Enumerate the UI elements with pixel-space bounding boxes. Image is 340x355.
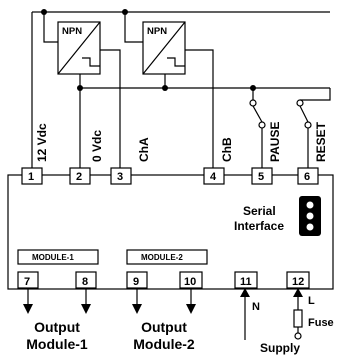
device-outline bbox=[7, 174, 334, 290]
pause-switch bbox=[249, 88, 266, 168]
output-module-2-line1: Output bbox=[141, 319, 187, 335]
npn-sensor-1: NPN bbox=[43, 12, 121, 168]
supply-n-label: N bbox=[252, 301, 260, 313]
terminal-9-num: 9 bbox=[133, 276, 139, 288]
supply-terminal-node bbox=[294, 332, 302, 340]
supply-l-label: L bbox=[308, 295, 315, 307]
terminal-2 bbox=[69, 167, 91, 185]
terminal-11-num: 11 bbox=[240, 276, 252, 288]
module-2-label: MODULE-2 bbox=[141, 253, 183, 262]
label-12vdc: 12 Vdc bbox=[35, 123, 49, 162]
terminal-6-num: 6 bbox=[304, 171, 310, 183]
terminal-8-num: 8 bbox=[82, 276, 88, 288]
serial-interface: Serial Interface bbox=[234, 196, 321, 236]
terminal-2-num: 2 bbox=[76, 171, 82, 183]
serial-pin bbox=[306, 201, 314, 209]
terminal-12-num: 12 bbox=[292, 276, 304, 288]
bottom-terminal-strip: 7 8 9 10 11 12 bbox=[17, 271, 310, 289]
terminal-5-num: 5 bbox=[258, 171, 264, 183]
terminal-4 bbox=[203, 167, 225, 185]
supply-input: N L Fuse Supply bbox=[240, 288, 334, 355]
label-chb: ChB bbox=[220, 137, 234, 162]
arrow-down-icon bbox=[23, 304, 33, 314]
terminal-10-num: 10 bbox=[184, 276, 196, 288]
supply-caption: Supply bbox=[260, 341, 300, 355]
terminal-3 bbox=[110, 167, 132, 185]
serial-pin bbox=[306, 223, 314, 231]
output-module-2-line2: Module-2 bbox=[133, 336, 195, 352]
terminal-7-num: 7 bbox=[24, 276, 30, 288]
output-module-1-line2: Module-1 bbox=[26, 336, 88, 352]
serial-label-line2: Interface bbox=[234, 219, 284, 233]
module-1-box bbox=[17, 249, 99, 265]
label-pause: PAUSE bbox=[268, 122, 282, 162]
label-0vdc: 0 Vdc bbox=[90, 130, 104, 162]
top-terminal-strip: 1 2 3 4 5 6 bbox=[21, 167, 319, 185]
terminal-1-num: 1 bbox=[28, 171, 34, 183]
terminal-1 bbox=[21, 167, 43, 185]
output-arrows bbox=[23, 288, 196, 314]
module-1-label: MODULE-1 bbox=[32, 253, 74, 262]
serial-label-line1: Serial bbox=[243, 204, 276, 218]
npn-sensor-2: NPN bbox=[124, 12, 214, 168]
terminal-4-num: 4 bbox=[210, 171, 217, 183]
arrow-up-icon bbox=[293, 288, 303, 297]
terminal-3-num: 3 bbox=[117, 171, 123, 183]
label-cha: ChA bbox=[137, 137, 151, 162]
reset-switch bbox=[296, 88, 331, 168]
arrow-down-icon bbox=[81, 304, 91, 314]
sensor-2-label: NPN bbox=[147, 26, 167, 37]
fuse-icon bbox=[293, 309, 303, 328]
label-reset: RESET bbox=[314, 121, 328, 162]
serial-pin bbox=[306, 212, 314, 220]
sensor-1-label: NPN bbox=[62, 26, 82, 37]
arrow-up-icon bbox=[240, 288, 250, 297]
module-2-box bbox=[126, 249, 208, 265]
terminal-6 bbox=[297, 167, 319, 185]
output-module-1-line1: Output bbox=[34, 319, 80, 335]
terminal-11 bbox=[234, 271, 258, 289]
arrow-down-icon bbox=[132, 304, 142, 314]
terminal-5 bbox=[251, 167, 273, 185]
fuse-label: Fuse bbox=[308, 317, 334, 329]
arrow-down-icon bbox=[186, 304, 196, 314]
